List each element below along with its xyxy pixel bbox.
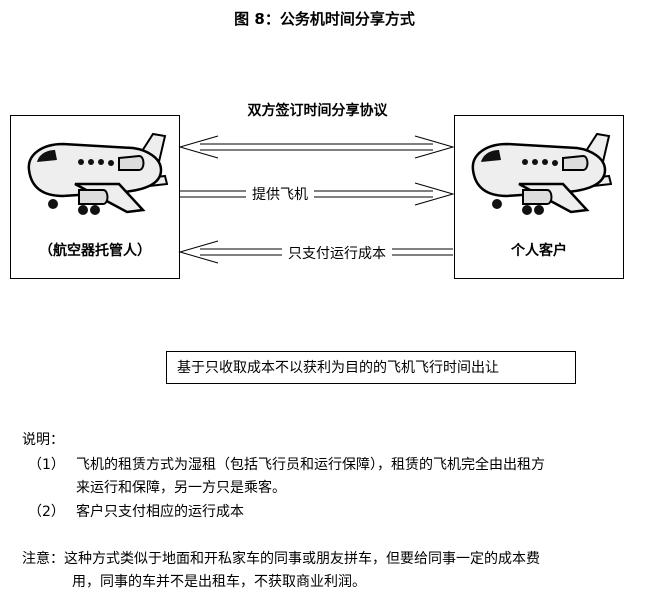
agreement-arrow	[178, 135, 455, 159]
note-text: 这种方式类似于地面和开私家车的同事或朋友拼车，但要给同事一定的成本费	[64, 551, 540, 567]
explanation-item-num: （2）	[28, 504, 65, 520]
airplane-icon	[471, 132, 612, 215]
agreement-label: 双方签订时间分享协议	[247, 103, 388, 119]
pay-cost-label: 只支付运行成本	[282, 243, 392, 263]
provide-aircraft-label: 提供飞机	[246, 184, 314, 204]
explanation-item-text: 客户只支付相应的运行成本	[76, 504, 244, 520]
left-party-box: （航空器托管人）	[10, 115, 180, 279]
explanation-heading: 说明：	[22, 432, 64, 448]
explanation-item-text: 飞机的租赁方式为湿租（包括飞行员和运行保障），租赁的飞机完全由出租方	[76, 457, 545, 473]
provide-aircraft-arrow	[180, 182, 455, 206]
note-label: 注意：	[22, 551, 64, 567]
page-title: 图 8：公务机时间分享方式	[234, 10, 415, 28]
airplane-icon	[27, 132, 168, 215]
note-text-cont: 用，同事的车并不是出租车，不获取商业利润。	[72, 574, 366, 590]
explanation-item-num: （1）	[28, 457, 65, 473]
explanation-item-text-cont: 来运行和保障，另一方只是乘客。	[76, 480, 286, 496]
right-party-label: 个人客户	[511, 243, 567, 259]
left-party-label: （航空器托管人）	[39, 243, 151, 259]
right-party-box: 个人客户	[454, 115, 624, 279]
summary-box: 基于只收取成本不以获利为目的的飞机飞行时间出让	[166, 351, 576, 384]
